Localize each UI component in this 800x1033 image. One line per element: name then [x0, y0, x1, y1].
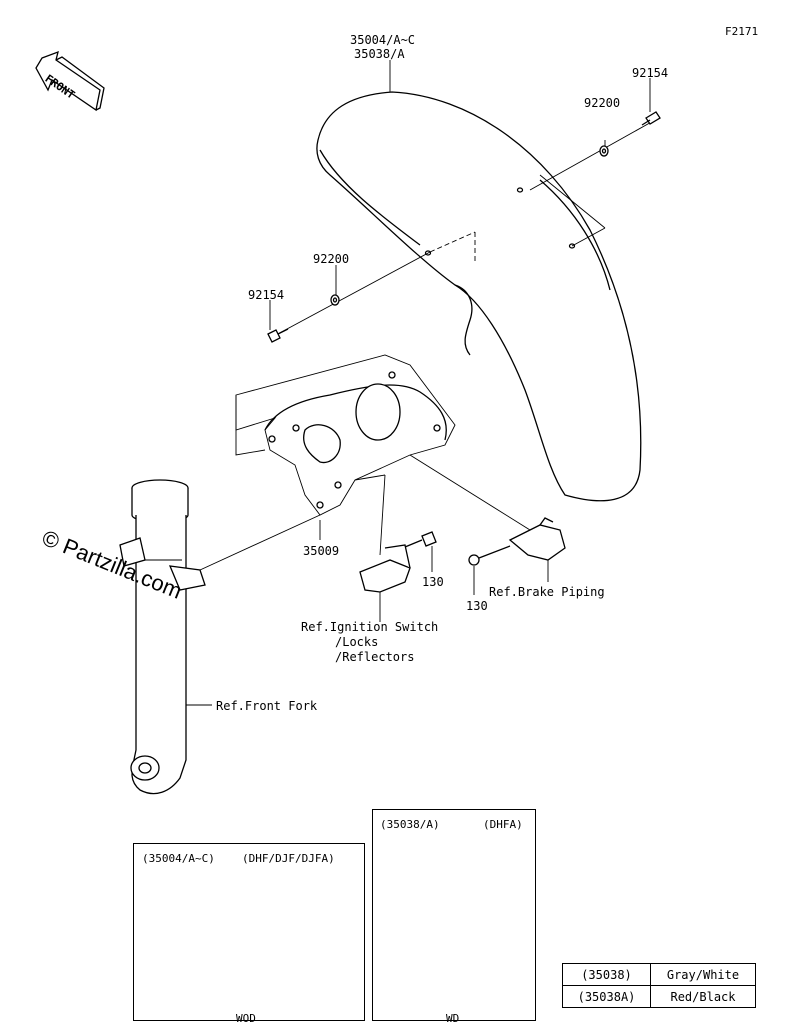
callout-bolt-130-right[interactable]: 130	[466, 599, 488, 613]
inset-left-caption: WOD	[236, 1012, 256, 1025]
bolt-92154-lower-icon	[267, 328, 289, 343]
callout-bolt-92154-upper[interactable]: 92154	[632, 66, 669, 80]
inset-right-box: (35038/A) (DHFA)	[372, 809, 536, 1021]
figure-code: F2171	[725, 25, 759, 38]
color-table-part: (35038A)	[562, 985, 651, 1008]
callout-bolt-130-left[interactable]: 130	[422, 575, 444, 589]
washer-92200-upper-icon	[599, 145, 609, 157]
brake-piping-clamp-icon	[508, 517, 566, 582]
callout-bracket-35009[interactable]: 35009	[303, 544, 340, 558]
color-table-color: Red/Black	[649, 985, 757, 1008]
callout-ref-ignition-line3: /Reflectors	[335, 650, 415, 664]
inset-left-models: (DHF/DJF/DJFA)	[242, 852, 335, 865]
callout-washer-92200-upper[interactable]: 92200	[584, 96, 621, 110]
inset-left-part: (35004/A~C)	[142, 852, 215, 865]
callout-fender-part-a[interactable]: 35004/A~C	[350, 33, 416, 47]
color-table-color: Gray/White	[649, 963, 757, 986]
clamp-bracket-icon	[359, 544, 411, 622]
callout-washer-92200-lower[interactable]: 92200	[313, 252, 350, 266]
front-fender-illustration	[316, 91, 642, 502]
front-arrow-icon	[35, 50, 105, 112]
color-table-part: (35038)	[562, 963, 651, 986]
inset-right-part: (35038/A)	[380, 818, 440, 831]
callout-fender-part-b[interactable]: 35038/A	[354, 47, 405, 61]
callout-ref-front-fork[interactable]: Ref.Front Fork	[216, 699, 318, 713]
bracket-35009-illustration	[235, 354, 456, 516]
callout-ref-ignition-line2: /Locks	[335, 635, 379, 649]
callout-ref-ignition-line1[interactable]: Ref.Ignition Switch	[301, 620, 439, 634]
inset-right-caption: WD	[446, 1012, 460, 1025]
bolt-130-right-icon	[468, 545, 511, 595]
callout-ref-brake-piping[interactable]: Ref.Brake Piping	[489, 585, 605, 599]
washer-92200-lower-icon	[330, 294, 340, 306]
color-table: (35038) Gray/White (35038A) Red/Black	[562, 963, 757, 1008]
bolt-92154-upper-icon	[641, 111, 661, 126]
callout-bolt-92154-lower[interactable]: 92154	[248, 288, 285, 302]
inset-right-models: (DHFA)	[483, 818, 523, 831]
bolt-130-left-icon	[404, 531, 437, 572]
front-fork-illustration	[119, 479, 212, 795]
color-table-row: (35038) Gray/White	[562, 963, 757, 986]
inset-left-box: (35004/A~C) (DHF/DJF/DJFA)	[133, 843, 365, 1021]
color-table-row: (35038A) Red/Black	[562, 985, 757, 1008]
